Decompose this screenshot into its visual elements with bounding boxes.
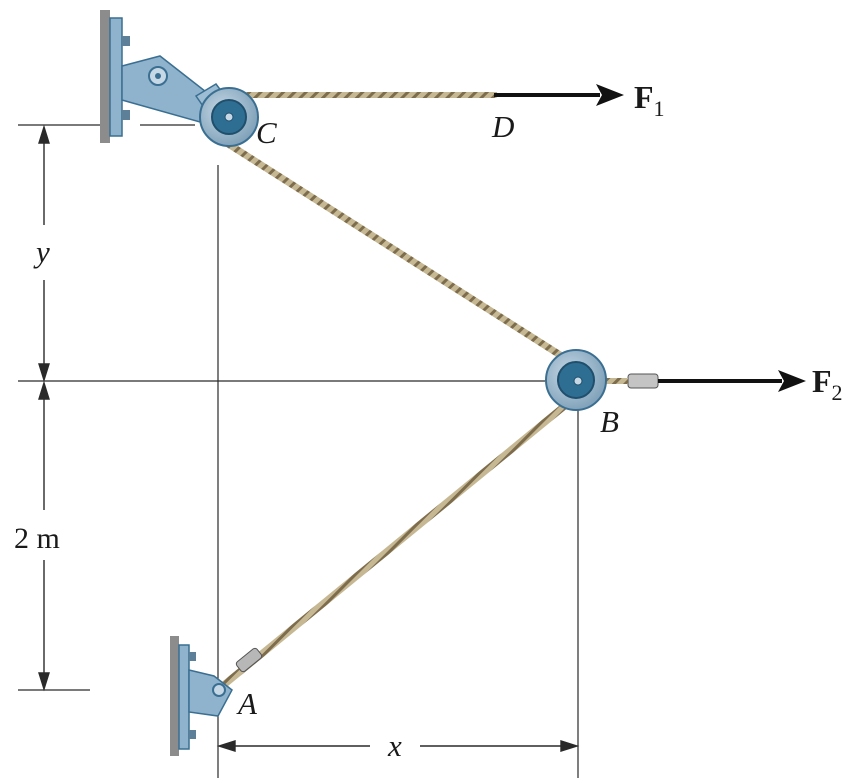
- point-label-c: C: [256, 115, 277, 150]
- dimension-2m-label: 2 m: [14, 522, 60, 555]
- wall-support-a: [170, 636, 233, 756]
- dimension-x-label: x: [387, 728, 402, 763]
- point-label-a: A: [236, 686, 258, 721]
- cable-ab: [216, 391, 582, 692]
- fitting-b: [627, 373, 659, 389]
- dimension-y: [38, 124, 50, 383]
- cable-cb: [218, 136, 572, 364]
- dimension-2m: [38, 380, 50, 692]
- force-label-f2: F2: [812, 363, 843, 405]
- point-label-d: D: [491, 109, 514, 144]
- pulley-b: [545, 349, 607, 411]
- force-label-f1: F1: [634, 79, 665, 121]
- dimension-y-label: y: [33, 234, 50, 269]
- fitting-a: [235, 647, 263, 673]
- cables: [216, 92, 582, 692]
- force-arrow-f1: [494, 84, 624, 106]
- point-label-b: B: [600, 404, 619, 439]
- construction-lines: [18, 124, 579, 778]
- dimension-x: [216, 740, 580, 752]
- force-arrow-f2: [658, 370, 806, 392]
- pulley-c: [199, 87, 259, 147]
